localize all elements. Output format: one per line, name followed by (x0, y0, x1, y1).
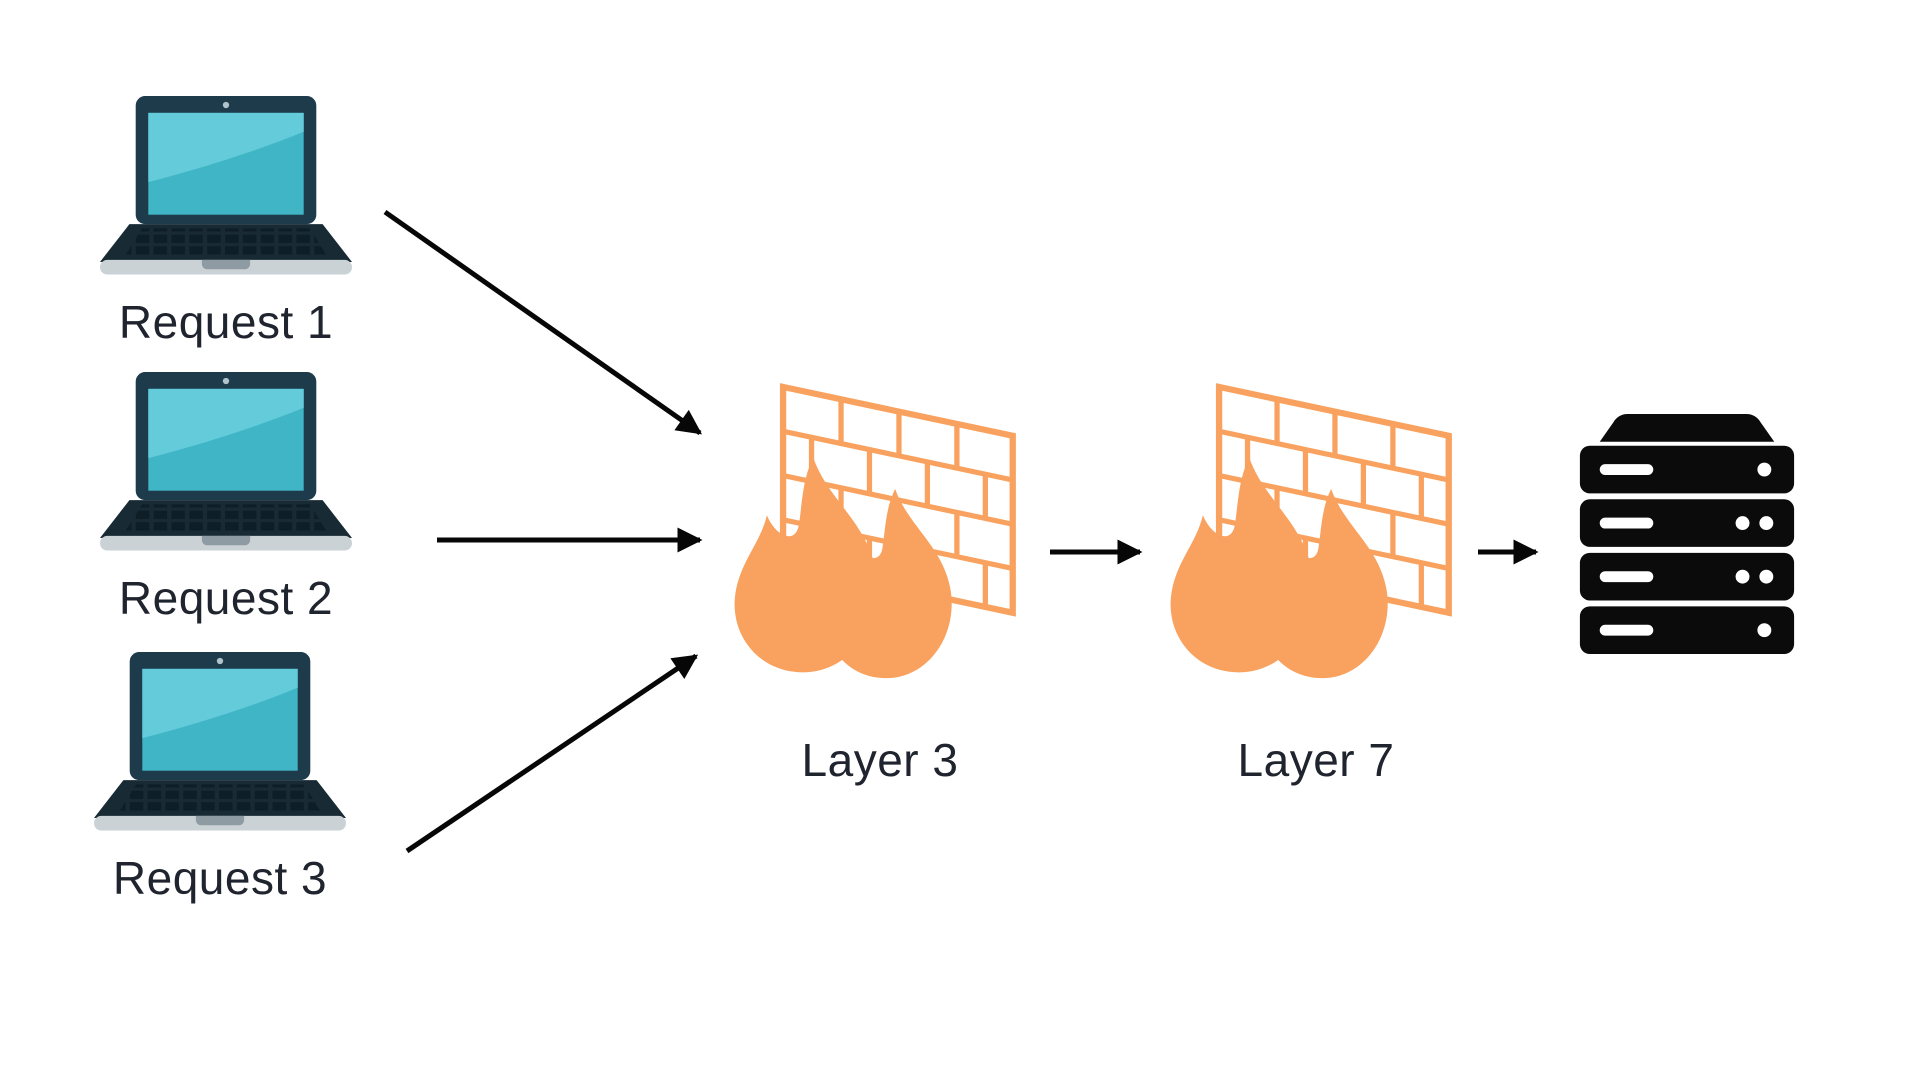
server-node (1568, 410, 1806, 660)
client-node-3: Request 3 (94, 652, 346, 906)
client-node-1: Request 1 (100, 96, 352, 350)
firewall-icon (722, 372, 1038, 699)
client-node-2: Request 2 (100, 372, 352, 626)
laptop-icon (100, 372, 352, 551)
firewall-node-layer3: Layer 3 (722, 372, 1038, 788)
firewall-label-layer3: Layer 3 (801, 734, 959, 786)
firewall-label-layer7: Layer 7 (1237, 734, 1395, 786)
arrow-client1-to-layer3 (383, 209, 703, 436)
laptop-icon (94, 652, 346, 831)
laptop-icon (100, 96, 352, 275)
client-label-2: Request 2 (118, 572, 334, 624)
server-rack-icon (1579, 414, 1795, 654)
client-label-3: Request 3 (112, 852, 328, 904)
firewall-node-layer7: Layer 7 (1158, 372, 1474, 788)
firewall-icon (1158, 372, 1474, 699)
arrow-client3-to-layer3 (405, 653, 699, 854)
client-label-1: Request 1 (118, 296, 334, 348)
